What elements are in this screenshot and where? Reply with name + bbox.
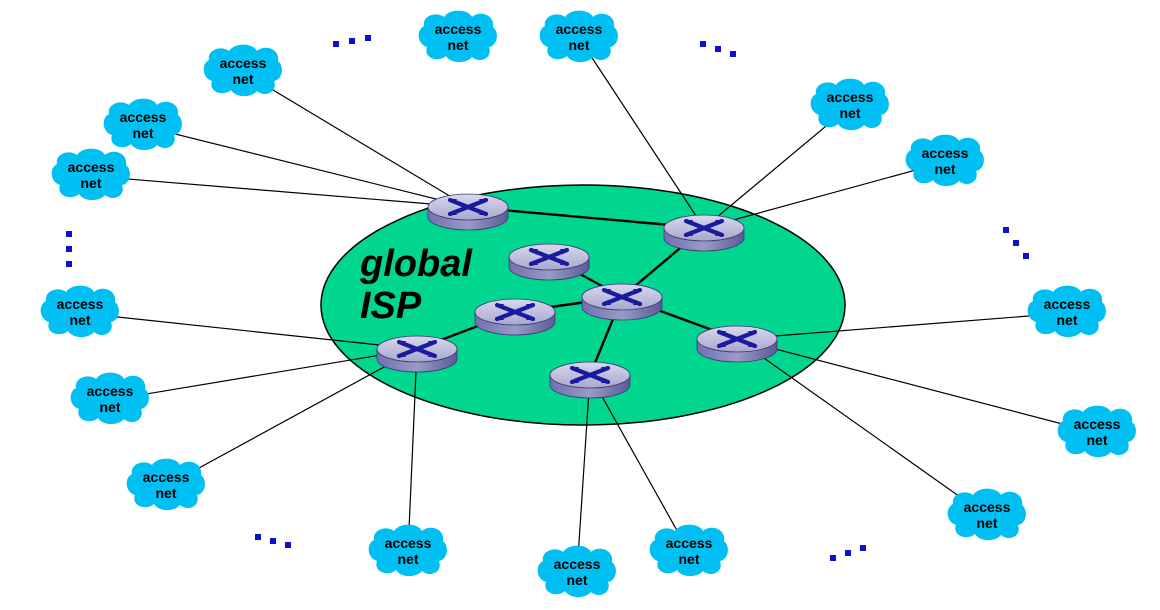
access-net-label: net — [398, 551, 419, 567]
access-link — [589, 374, 690, 553]
access-net-label: net — [70, 312, 91, 328]
ellipsis-marker — [66, 231, 72, 267]
access-net-label: access — [1074, 416, 1121, 432]
ellipsis-markers — [66, 35, 1029, 561]
access-link — [703, 161, 946, 229]
access-net-label: net — [156, 485, 177, 501]
access-net-label: net — [977, 515, 998, 531]
access-net-label: net — [1057, 312, 1078, 328]
router-icon — [663, 214, 745, 252]
access-links — [79, 37, 1098, 574]
routers — [376, 193, 778, 399]
access-net-label: net — [100, 399, 121, 415]
access-net-label: net — [567, 572, 588, 588]
router-icon — [508, 243, 590, 281]
access-net-label: net — [133, 125, 154, 141]
router-icon — [581, 283, 663, 321]
access-net-label: access — [922, 145, 969, 161]
access-net-label: access — [120, 109, 167, 125]
router-icon — [549, 361, 631, 399]
access-networks: accessnetaccessnetaccessnetaccessnetacce… — [40, 10, 1136, 598]
access-link — [90, 175, 469, 208]
access-link — [79, 312, 418, 350]
access-net-label: access — [68, 159, 115, 175]
isp-label-line1: global — [359, 243, 473, 285]
access-net-label: net — [569, 37, 590, 53]
access-net-label: net — [448, 37, 469, 53]
ellipsis-marker — [700, 41, 736, 57]
access-link — [142, 125, 469, 208]
access-link — [109, 348, 418, 401]
access-link — [576, 374, 591, 574]
access-net-label: net — [233, 71, 254, 87]
ellipsis-marker — [1003, 227, 1029, 259]
isp-label-line2: ISP — [360, 285, 422, 327]
ellipsis-marker — [255, 534, 291, 548]
access-net-label: net — [81, 175, 102, 191]
access-net-label: net — [1087, 432, 1108, 448]
access-net-label: access — [964, 499, 1011, 515]
ellipsis-marker — [830, 545, 866, 561]
router-icon — [696, 325, 778, 363]
access-link — [736, 312, 1068, 340]
access-net-label: access — [220, 55, 267, 71]
access-net-label: net — [840, 105, 861, 121]
access-net-label: access — [556, 21, 603, 37]
access-link — [736, 338, 1098, 434]
router-icon — [474, 298, 556, 336]
router-icon — [427, 193, 509, 231]
access-net-label: access — [143, 469, 190, 485]
access-link — [578, 37, 705, 229]
router-icon — [376, 335, 458, 373]
access-link — [736, 338, 988, 517]
access-net-label: access — [827, 89, 874, 105]
access-net-label: net — [935, 161, 956, 177]
access-net-label: access — [57, 296, 104, 312]
access-link — [165, 348, 418, 487]
access-net-label: access — [554, 556, 601, 572]
access-net-label: net — [679, 551, 700, 567]
access-net-label: access — [666, 535, 713, 551]
access-net-label: access — [385, 535, 432, 551]
access-net-label: access — [87, 383, 134, 399]
access-link — [407, 348, 418, 553]
access-net-label: access — [1044, 296, 1091, 312]
ellipsis-marker — [333, 35, 371, 47]
access-link — [242, 71, 469, 208]
access-net-label: access — [435, 21, 482, 37]
